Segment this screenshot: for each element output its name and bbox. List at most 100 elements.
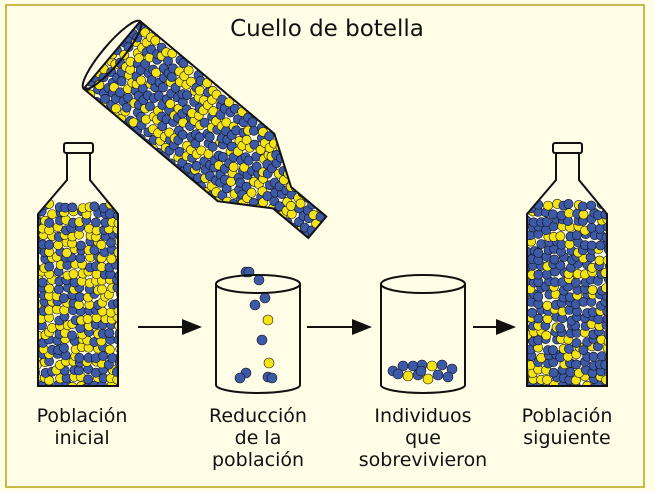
ball <box>533 291 544 302</box>
ball <box>602 255 607 266</box>
ball <box>306 178 317 189</box>
ball <box>204 131 215 142</box>
ball <box>328 197 339 208</box>
ball <box>571 338 582 348</box>
ball <box>402 370 414 382</box>
ball <box>316 174 327 184</box>
ball <box>114 270 118 281</box>
ball <box>82 314 93 324</box>
ball <box>302 183 313 194</box>
ball <box>38 198 43 209</box>
ball <box>115 351 118 362</box>
label-initial-population: Población inicial <box>12 405 152 449</box>
ball <box>527 323 530 333</box>
ball <box>287 162 298 173</box>
ball <box>564 343 574 354</box>
ball <box>307 184 318 195</box>
ball <box>601 198 607 209</box>
ball <box>59 342 69 353</box>
ball <box>113 334 118 345</box>
ball <box>83 374 93 385</box>
ball <box>96 239 107 250</box>
ball <box>527 304 529 315</box>
label-line: inicial <box>54 427 110 449</box>
ball <box>38 367 40 378</box>
label-line: sobrevivieron <box>358 449 488 471</box>
ball <box>586 240 597 251</box>
label-line: Población <box>36 405 128 427</box>
ball <box>273 237 284 247</box>
ball <box>114 328 118 339</box>
ball <box>259 292 271 304</box>
ball <box>249 299 261 311</box>
ball <box>304 166 314 177</box>
ball <box>432 369 444 381</box>
ball <box>112 366 118 377</box>
ball <box>115 343 118 354</box>
ball <box>311 173 322 184</box>
ball <box>290 243 301 253</box>
ball <box>278 253 289 261</box>
ball <box>245 216 256 227</box>
ball <box>299 173 310 184</box>
ball <box>548 345 558 355</box>
ball <box>548 367 559 378</box>
ball <box>38 292 40 303</box>
ball <box>286 238 297 249</box>
ball <box>104 328 115 338</box>
ball <box>111 201 118 212</box>
ball <box>107 352 118 363</box>
ball <box>97 284 107 295</box>
ball <box>279 244 289 255</box>
ball <box>38 277 48 288</box>
ball <box>89 245 100 255</box>
ball <box>38 360 42 371</box>
ball <box>268 242 279 253</box>
label-line: siguiente <box>523 427 611 449</box>
ball <box>571 277 581 288</box>
ball <box>533 269 544 280</box>
ball <box>604 260 607 270</box>
label-next-population: Población siguiente <box>497 405 637 449</box>
ball <box>183 65 194 76</box>
ball <box>542 300 553 311</box>
ball <box>113 218 118 229</box>
ball <box>113 247 118 258</box>
ball <box>266 233 277 244</box>
ball <box>600 267 607 278</box>
ball <box>136 75 146 86</box>
ball <box>571 230 582 241</box>
ball <box>329 187 340 198</box>
ball <box>123 42 134 52</box>
ball <box>578 209 589 220</box>
ball <box>603 336 607 347</box>
ball <box>91 217 101 228</box>
ball <box>577 201 588 212</box>
ball <box>115 252 118 262</box>
ball <box>234 372 246 384</box>
ball <box>542 374 552 385</box>
ball <box>285 228 296 239</box>
ball <box>298 177 309 188</box>
ball <box>228 162 239 172</box>
ball <box>289 171 300 182</box>
ball <box>415 365 427 377</box>
ball <box>565 367 576 378</box>
ball <box>114 321 118 331</box>
ball <box>61 247 72 258</box>
ball <box>422 373 434 385</box>
ball <box>261 217 272 227</box>
ball <box>273 228 284 238</box>
ball <box>555 323 566 334</box>
ball <box>291 156 302 167</box>
ball <box>177 129 188 140</box>
ball <box>246 187 257 198</box>
ball <box>549 254 560 265</box>
ball <box>104 344 115 355</box>
ball <box>533 247 544 258</box>
label-line: de la <box>234 427 282 449</box>
ball <box>228 208 239 219</box>
ball <box>74 292 85 302</box>
ball <box>541 216 552 227</box>
